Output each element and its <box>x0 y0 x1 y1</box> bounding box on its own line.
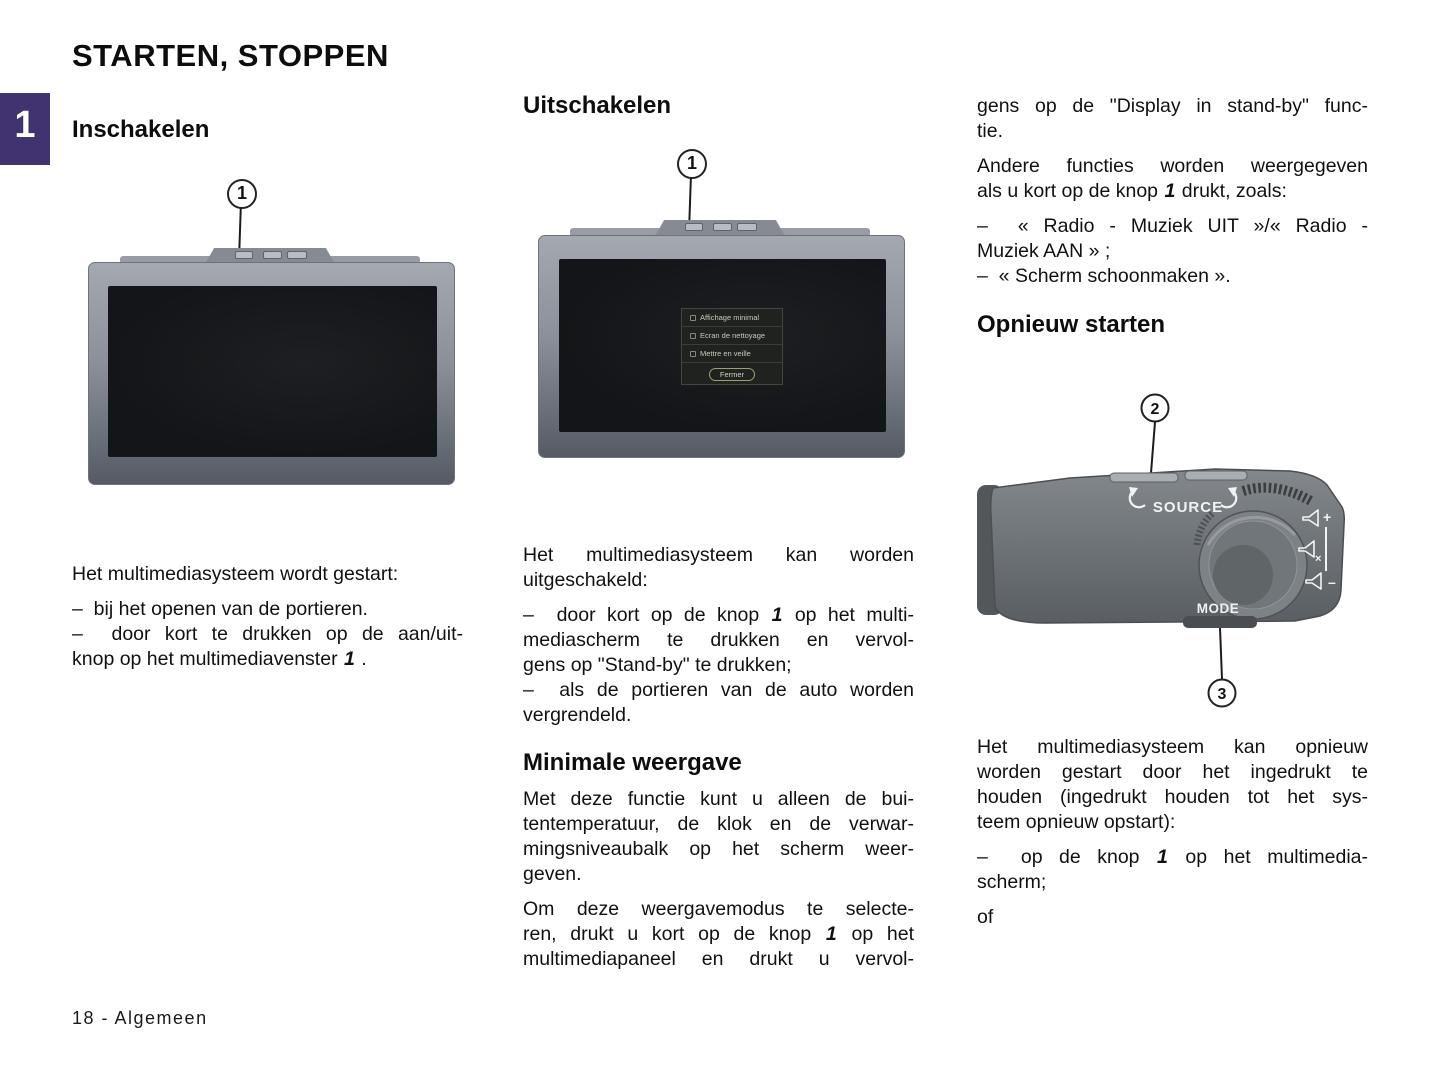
menu-item-icon <box>690 314 696 321</box>
paragraph: – door kort te drukken op de aan/uit-kno… <box>72 623 463 670</box>
heading-opnieuw-starten: Opnieuw starten <box>977 311 1166 338</box>
col1-text: Het multimediasysteem wordt gestart: – bi… <box>72 562 463 672</box>
callout-line <box>238 207 242 254</box>
screen-button <box>263 251 282 259</box>
source-label: SOURCE <box>1153 499 1223 516</box>
paragraph: gens op de "Display in stand-by" func-ti… <box>977 95 1368 142</box>
power-button <box>685 223 703 231</box>
paragraph: – bij het openen van de portieren. <box>72 598 368 620</box>
callout-line <box>1219 627 1223 680</box>
standby-menu-item: Ecran de nettoyage <box>682 327 782 345</box>
knurled-wheel <box>1241 482 1314 506</box>
screen-frame <box>88 262 455 485</box>
speaker-mute-icon <box>1298 540 1315 558</box>
volume-down-symbol: – <box>1328 574 1336 590</box>
callout-3-circle <box>1207 678 1237 708</box>
screen-button <box>713 223 732 231</box>
fermer-button: Fermer <box>708 367 756 381</box>
chapter-tab: 1 <box>0 93 50 165</box>
page-title: STARTEN, STOPPEN <box>72 38 389 73</box>
screen-button <box>737 223 757 231</box>
callout-2-circle <box>1140 393 1170 423</box>
paragraph: Om deze weergavemodus te selecte-ren, dr… <box>523 898 914 970</box>
figure-steering-stalk: SOURCE + × – MODE 2 3 <box>975 385 1375 715</box>
callout-3-mode-button: 3 <box>1218 686 1227 703</box>
knob-highlight <box>1206 515 1297 546</box>
volume-mute-symbol: × <box>1315 553 1321 565</box>
page-footer: 18 - Algemeen <box>72 1008 208 1028</box>
callout-1-power-button: 1 <box>677 149 707 179</box>
paragraph: Het multimediasysteem wordt gestart: <box>72 563 399 585</box>
heading-minimale-weergave: Minimale weergave <box>523 749 742 776</box>
col2-text-bottom: Met deze functie kunt u alleen de bui-te… <box>523 787 914 972</box>
volume-up-symbol: + <box>1323 509 1331 525</box>
paragraph: – op de knop 1 op het multimedia-scherm; <box>977 846 1368 893</box>
paragraph: – « Scherm schoonmaken ». <box>977 265 1231 287</box>
stalk-top-button <box>1109 472 1179 483</box>
speaker-down-icon <box>1305 572 1322 590</box>
loop-arrow-left-head <box>1129 487 1138 497</box>
paragraph: – « Radio - Muziek UIT »/« Radio -Muziek… <box>977 215 1368 262</box>
col3-text-top: gens op de "Display in stand-by" func-ti… <box>977 94 1368 289</box>
heading-uitschakelen: Uitschakelen <box>523 92 672 119</box>
paragraph: Met deze functie kunt u alleen de bui-te… <box>523 788 914 885</box>
paragraph: – door kort op de knop 1 op het multi-me… <box>523 604 915 676</box>
callout-line <box>1150 421 1156 474</box>
paragraph: of <box>977 906 994 928</box>
loop-arrow-right-head <box>1228 487 1237 497</box>
stalk-top-button <box>1184 470 1248 481</box>
speaker-up-icon <box>1302 509 1319 527</box>
callout-1-power-button: 1 <box>227 179 257 209</box>
standby-menu-item: Affichage minimal <box>682 309 782 327</box>
mode-label: MODE <box>1197 601 1240 616</box>
power-button <box>235 251 253 259</box>
callout-2-steering-buttons: 2 <box>1151 401 1160 418</box>
menu-item-icon <box>690 350 696 357</box>
menu-item-icon <box>690 332 696 339</box>
heading-inschakelen: Inschakelen <box>72 116 210 143</box>
screen-display-off <box>108 286 437 457</box>
standby-menu-item: Mettre en veille <box>682 345 782 363</box>
mode-button <box>1183 616 1257 628</box>
rotary-knob-inner <box>1213 545 1273 605</box>
knurled-wheel-small <box>1193 510 1216 546</box>
screen-button <box>287 251 307 259</box>
